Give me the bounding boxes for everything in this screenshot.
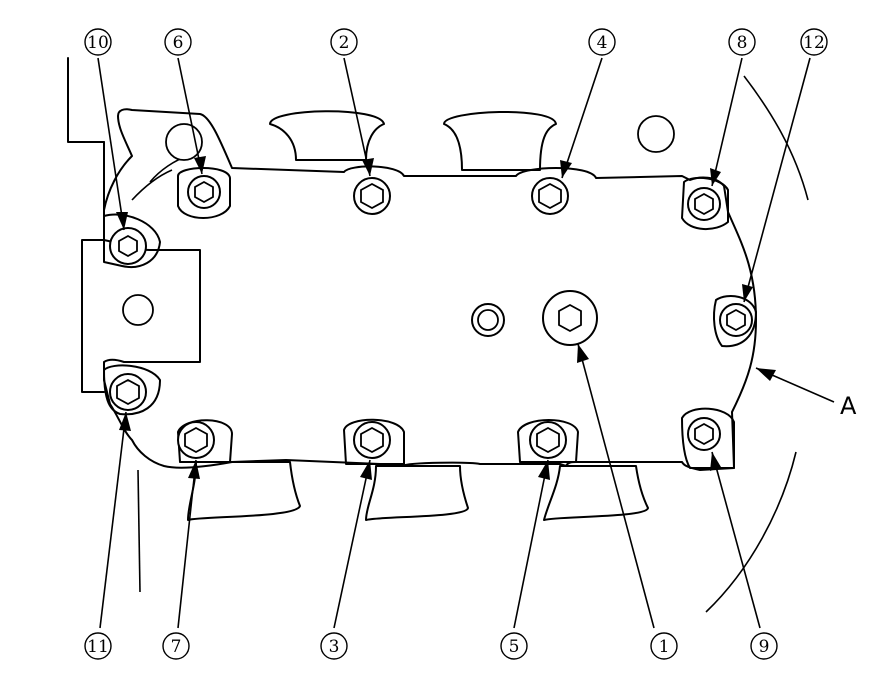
bolt-9 — [687, 417, 721, 451]
callout-6: 6 — [164, 28, 192, 56]
callout-10-label: 10 — [87, 33, 109, 53]
bolt-3 — [353, 421, 391, 459]
bolt-12 — [719, 303, 753, 337]
bolts — [109, 175, 753, 459]
bolt-11 — [109, 373, 147, 411]
callout-2-label: 2 — [339, 33, 350, 53]
callout-1: 1 — [650, 632, 678, 660]
bolt-7 — [177, 421, 215, 459]
bolt-2 — [353, 177, 391, 215]
left-fixture — [67, 57, 141, 593]
bolt-1 — [542, 290, 598, 346]
callout-12-label: 12 — [803, 33, 825, 53]
view-label-a: A — [840, 392, 857, 420]
bolt-8 — [687, 187, 721, 221]
bolt-10 — [109, 227, 147, 265]
callout-2: 2 — [330, 28, 358, 56]
bolt-4 — [531, 177, 569, 215]
leader-lines — [97, 57, 835, 629]
callout-8-label: 8 — [737, 33, 748, 53]
callout-9-label: 9 — [759, 637, 770, 657]
runner-ports-top — [269, 110, 557, 171]
callout-10: 10 — [84, 28, 112, 56]
runner-ports-bottom — [187, 461, 649, 521]
callout-9: 9 — [750, 632, 778, 660]
callout-1-label: 1 — [659, 637, 670, 657]
callout-4: 4 — [588, 28, 616, 56]
bolt-6 — [187, 175, 221, 209]
callout-11: 11 — [84, 632, 112, 660]
callout-3-label: 3 — [329, 637, 340, 657]
callout-12: 12 — [800, 28, 828, 56]
callout-7: 7 — [162, 632, 190, 660]
callout-7-label: 7 — [171, 637, 182, 657]
callout-6-label: 6 — [173, 33, 184, 53]
callout-3: 3 — [320, 632, 348, 660]
side-curves — [705, 75, 809, 613]
callout-5-label: 5 — [509, 637, 520, 657]
callout-11-label: 11 — [87, 637, 109, 657]
bolt-5 — [529, 421, 567, 459]
callout-5: 5 — [500, 632, 528, 660]
arrowheads — [116, 156, 776, 480]
callout-8: 8 — [728, 28, 756, 56]
callout-4-label: 4 — [597, 33, 608, 53]
